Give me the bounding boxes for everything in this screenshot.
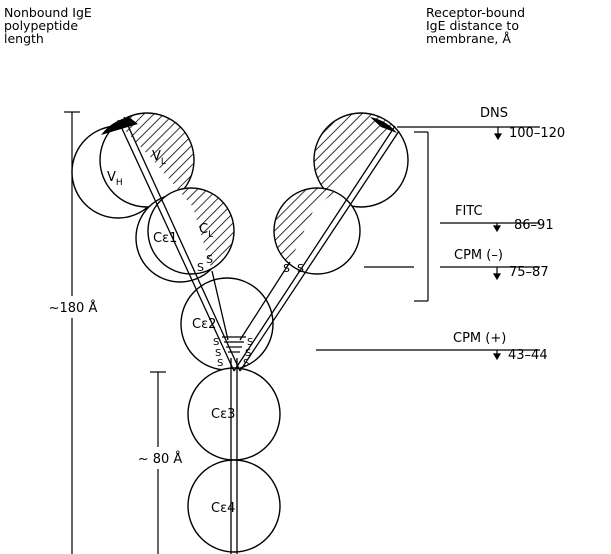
ce3-label: Cε3 (211, 407, 235, 422)
probe-dns-distance: 100–120 (509, 126, 565, 141)
s-label-fab-left-2: S (206, 253, 213, 266)
probe-fitc-distance: 86–91 (514, 218, 554, 233)
s-label-hinge-3: S (217, 358, 223, 369)
probe-cpm-plus-distance: 43–44 (508, 348, 548, 363)
probe-dns-name: DNS (480, 106, 508, 121)
probe-cpm-plus-name: CPM (+) (453, 331, 506, 346)
probe-cpm-minus-distance: 75–87 (509, 265, 549, 280)
ce2-label: Cε2 (192, 317, 216, 332)
probe-cpm-minus-name: CPM (–) (454, 248, 503, 263)
s-label-fab-right-1: S (283, 262, 290, 275)
fc-length-label: ~ 80 Å (138, 451, 183, 467)
probe-labels: DNS 100–120 FITC 86–91 CPM (–) 75–87 CPM… (453, 106, 565, 363)
total-length-label: ~180 Å (49, 300, 98, 316)
s-label-hinge-6: S (243, 358, 249, 369)
s-label-hinge-1: S (213, 337, 219, 348)
ce1-label: Cε1 (153, 231, 177, 246)
s-label-fab-left-1: S (197, 261, 204, 274)
probe-fitc-name: FITC (455, 204, 483, 219)
s-label-fab-right-2: S (297, 262, 304, 275)
ce4-label: Cε4 (211, 501, 235, 516)
s-label-hinge-4: S (247, 337, 253, 348)
